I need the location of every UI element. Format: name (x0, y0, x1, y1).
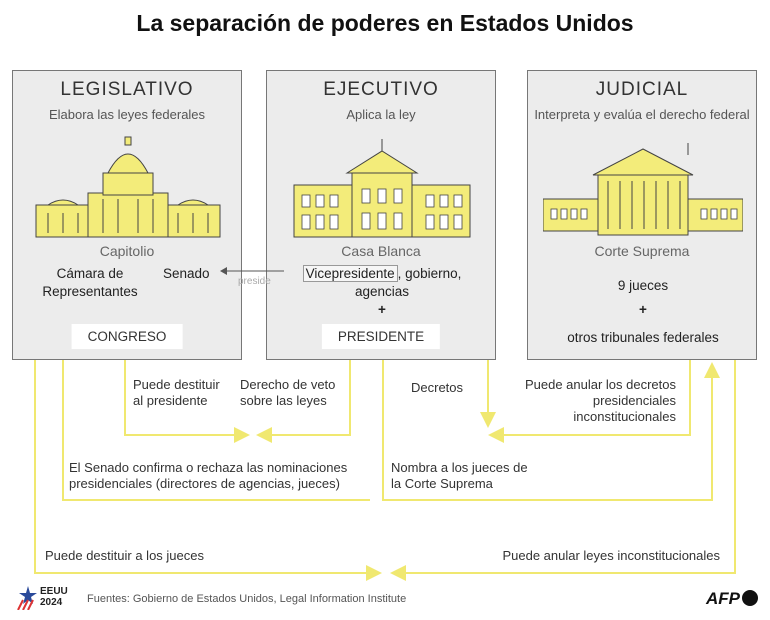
senate-label: Senado (163, 266, 210, 281)
arrow-impeach-president (124, 360, 250, 443)
supreme-court-icon (543, 143, 743, 236)
annul-laws-label: Puede anular leyes inconstitucionales (502, 548, 720, 563)
judicial-title: JUDICIAL (595, 79, 689, 100)
decrees-label: Decretos (411, 380, 464, 395)
plus-sign: + (639, 302, 647, 317)
supreme-court-label: Corte Suprema (594, 243, 690, 259)
eeuu-2024-text: EEUU 2024 (40, 586, 68, 608)
executive-box: EJECUTIVO Aplica la ley Casa Blanca Vice… (266, 70, 496, 360)
plus-sign: + (378, 302, 386, 317)
executive-title: EJECUTIVO (323, 79, 439, 100)
presides-arrow (220, 267, 284, 275)
annul-decrees-label: Puede anular los decretos presidenciales… (524, 377, 676, 424)
impeach-president-label: Puede destituir al presidente (133, 377, 220, 408)
impeach-judges-label: Puede destituir a los jueces (45, 548, 204, 563)
arrow-veto (256, 360, 351, 443)
arrow-senate-confirms (62, 360, 370, 501)
page-title: La separación de poderes en Estados Unid… (136, 10, 634, 36)
afp-logo: AFP (706, 589, 758, 609)
congress-tag: CONGRESO (71, 324, 183, 349)
judicial-subtitle: Interpreta y evalúa el derecho federal (534, 107, 750, 122)
capitol-icon (35, 136, 221, 238)
vice-president-label: Vicepresidente (302, 265, 398, 282)
arrow-impeach-judges (34, 360, 382, 581)
senate-confirms-label: El Senado confirma o rechaza las nominac… (69, 460, 348, 491)
sources: Fuentes: Gobierno de Estados Unidos, Leg… (87, 593, 407, 605)
nominates-judges-label: Nombra a los jueces de la Corte Suprema (391, 460, 528, 491)
eeuu-2024-logo: EEUU 2024 (16, 586, 84, 610)
presides-label: preside (238, 276, 271, 287)
house-label: Cámara de Representantes (42, 266, 138, 299)
government-label: , gobierno, (397, 266, 462, 281)
white-house-label: Casa Blanca (341, 243, 421, 259)
flag-star-icon (17, 586, 37, 610)
executive-members: Vicepresidente, gobierno, agencias + (267, 265, 497, 319)
executive-subtitle: Aplica la ley (346, 107, 416, 122)
agencies-label: agencias (354, 284, 410, 299)
arrow-nominates (382, 360, 720, 501)
judicial-box: JUDICIAL Interpreta y evalúa el derecho … (527, 70, 757, 360)
arrow-annul-decrees (488, 360, 691, 443)
legislative-title: LEGISLATIVO (60, 79, 194, 100)
arrow-annul-laws (390, 360, 736, 581)
president-tag: PRESIDENTE (321, 324, 441, 349)
white-house-icon (293, 139, 471, 238)
federal-courts-label: otros tribunales federales (567, 330, 719, 345)
afp-dot-icon (742, 590, 758, 606)
veto-label: Derecho de veto sobre las leyes (240, 377, 336, 408)
afp-text: AFP (706, 589, 740, 608)
legislative-subtitle: Elabora las leyes federales (48, 107, 206, 122)
legislative-box: LEGISLATIVO Elabora las leyes federales … (12, 70, 242, 360)
capitol-label: Capitolio (99, 243, 155, 259)
judges-label: 9 jueces (617, 278, 669, 293)
